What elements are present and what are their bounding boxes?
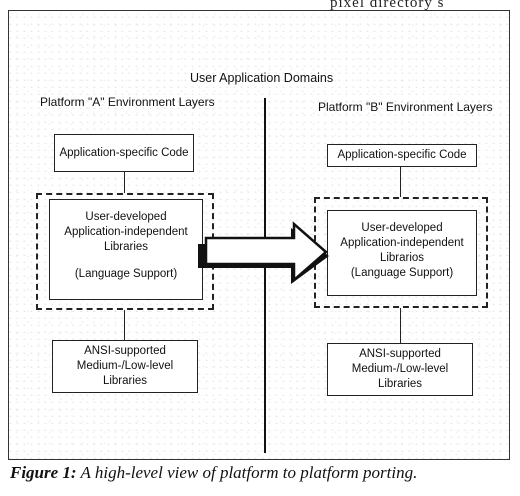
platform-b-title: Platform "B" Environment Layers bbox=[318, 100, 493, 114]
platform-b-ansi-line-3: Libraries bbox=[377, 378, 423, 390]
platform-a-ansi-line-2: Medium-/Low-level bbox=[76, 360, 174, 372]
platform-a-language-support: (Language Support) bbox=[74, 268, 178, 280]
platform-b-ansi-box: ANSI-supported Medium-/Low-level Librari… bbox=[327, 343, 473, 396]
platform-a-libraries-line-3: Libraries bbox=[103, 241, 149, 253]
figure-caption-text: A high-level view of platform to platfor… bbox=[76, 463, 418, 482]
platform-b-app-code-box: Application-specific Code bbox=[327, 144, 477, 167]
platform-a-ansi-line-3: Libraries bbox=[102, 375, 148, 387]
platform-b-libraries-line-2: Application-independent bbox=[340, 237, 464, 249]
diagram-title: User Application Domains bbox=[190, 71, 334, 85]
platform-a-libraries-box: User-developed Application-independent L… bbox=[49, 199, 203, 300]
platform-a-libraries-line-2: Application-independent bbox=[64, 226, 188, 238]
platform-a-connector-bottom bbox=[124, 310, 125, 340]
platform-b-language-support: (Language Support) bbox=[350, 267, 454, 279]
platform-divider-line bbox=[264, 98, 266, 453]
platform-a-app-code-box: Application-specific Code bbox=[54, 134, 194, 172]
platform-a-ansi-line-1: ANSI-supported bbox=[84, 345, 166, 357]
platform-b-connector-bottom bbox=[400, 308, 401, 343]
platform-b-ansi-line-1: ANSI-supported bbox=[359, 348, 441, 360]
platform-a-connector-top bbox=[124, 172, 125, 193]
platform-a-ansi-box: ANSI-supported Medium-/Low-level Librari… bbox=[52, 340, 198, 393]
porting-arrow-icon bbox=[198, 221, 329, 284]
platform-b-libraries-line-3: Librarios bbox=[379, 252, 425, 264]
figure-caption: Figure 1: A high-level view of platform … bbox=[10, 463, 515, 483]
porting-arrow-body bbox=[204, 221, 328, 283]
platform-a-title: Platform "A" Environment Layers bbox=[40, 95, 215, 109]
figure-caption-label: Figure 1: bbox=[10, 463, 77, 482]
platform-b-app-code-label: Application-specific Code bbox=[337, 149, 467, 161]
page-text-fragment: pixel directory s bbox=[330, 0, 445, 11]
platform-b-libraries-line-1: User-developed bbox=[361, 222, 443, 234]
platform-b-libraries-box: User-developed Application-independent L… bbox=[327, 210, 477, 296]
platform-b-ansi-line-2: Medium-/Low-level bbox=[351, 363, 449, 375]
platform-a-app-code-label: Application-specific Code bbox=[59, 147, 189, 159]
platform-a-libraries-line-1: User-developed bbox=[85, 211, 167, 223]
platform-b-connector-top bbox=[400, 167, 401, 197]
